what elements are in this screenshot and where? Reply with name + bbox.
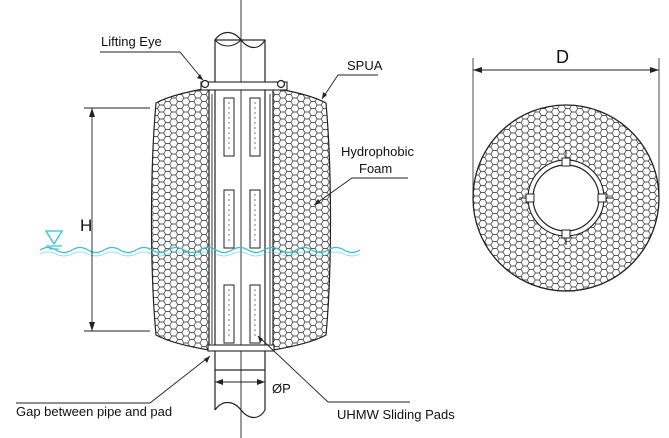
pipe-break-top-back	[214, 39, 242, 47]
gap-label: Gap between pipe and pad	[16, 404, 172, 419]
pipe-diameter-label: ØP	[272, 381, 291, 396]
spua-label: SPUA	[347, 58, 383, 73]
pipe-break-bottom	[214, 401, 266, 419]
pads-label: UHMW Sliding Pads	[337, 407, 455, 422]
float-body-side-view	[150, 87, 332, 351]
foam-label: Foam	[359, 161, 392, 176]
sliding-pads-end-view	[519, 151, 613, 245]
water-wave-line	[39, 246, 361, 254]
foam-right-section	[272, 87, 332, 351]
sliding-pads-side-view	[223, 97, 261, 344]
float-end-view	[472, 104, 660, 292]
pipe-end-circle	[532, 164, 600, 232]
hydrophobic-label: Hydrophobic	[341, 144, 414, 159]
diameter-label: D	[556, 47, 569, 67]
height-dimension	[84, 107, 150, 332]
height-label: H	[80, 216, 92, 235]
pipe-diameter-dimension	[214, 372, 266, 392]
lifting-eye-label: Lifting Eye	[101, 34, 162, 49]
pad-pair-bottom	[223, 284, 261, 344]
callout-leaders	[16, 51, 410, 404]
lifting-eye-left-icon	[200, 79, 210, 89]
pad-pair-middle	[223, 189, 261, 249]
diameter-dimension	[472, 58, 660, 195]
pad-pair-top	[223, 97, 261, 157]
foam-left-section	[150, 87, 210, 351]
top-collar	[200, 79, 288, 352]
lifting-eye-right-icon	[276, 79, 286, 89]
water-surface	[39, 230, 361, 257]
water-level-triangle-icon	[44, 230, 64, 250]
